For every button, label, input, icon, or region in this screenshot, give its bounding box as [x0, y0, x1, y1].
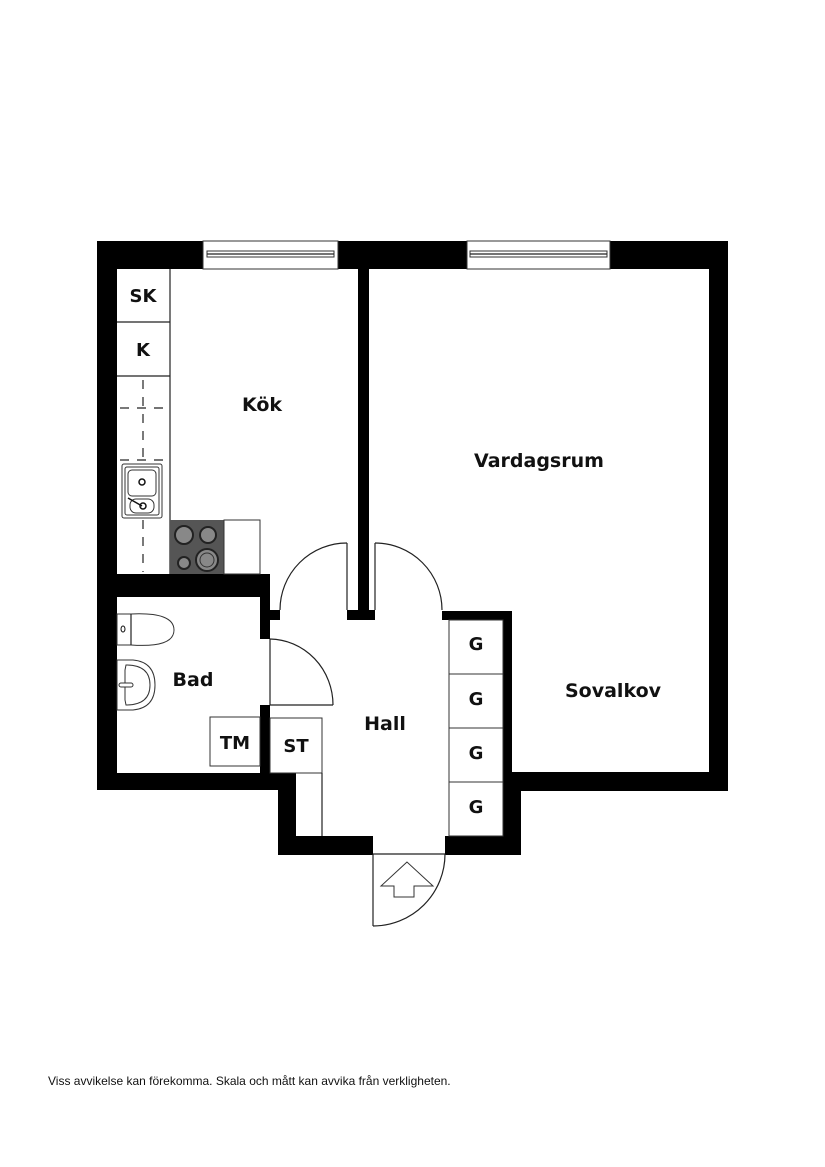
washer-box [209, 716, 261, 767]
window-icon [466, 240, 611, 270]
room-label-kitchen: Kök [242, 394, 282, 416]
freezer-label: SK [130, 286, 158, 307]
kitchen-counter [117, 269, 171, 574]
wardrobe-column [448, 619, 504, 837]
washbasin-icon [116, 659, 156, 711]
entrance-arrow-icon [379, 861, 435, 898]
wardrobe-label: G [469, 797, 484, 818]
wardrobe [448, 619, 504, 675]
room-label-alcove: Sovalkov [565, 680, 662, 702]
door-swing-icon [372, 853, 446, 927]
wardrobe-label: G [469, 689, 484, 710]
room-label-bath: Bad [173, 669, 214, 691]
room-label-hall: Hall [364, 713, 406, 735]
door-swing-icon [279, 542, 348, 611]
disclaimer-text: Viss avvikelse kan förekomma. Skala och … [48, 1074, 451, 1088]
stove-icon [170, 520, 224, 574]
sink-icon [121, 463, 163, 519]
toilet-icon [116, 613, 175, 646]
wardrobe [448, 727, 504, 783]
door-swing-icon [374, 542, 443, 611]
walls [97, 241, 728, 855]
storage-label: ST [283, 736, 309, 757]
wardrobe [448, 781, 504, 837]
storage-box [269, 717, 323, 774]
counter-block [223, 519, 261, 575]
wardrobe-label: G [469, 743, 484, 764]
wardrobe [448, 673, 504, 729]
wardrobe-label: G [469, 634, 484, 655]
door-swing-icon [269, 638, 334, 706]
washer-label: TM [220, 733, 250, 754]
room-label-living: Vardagsrum [474, 450, 604, 472]
window-icon [202, 240, 339, 270]
fridge-label: K [136, 340, 151, 361]
